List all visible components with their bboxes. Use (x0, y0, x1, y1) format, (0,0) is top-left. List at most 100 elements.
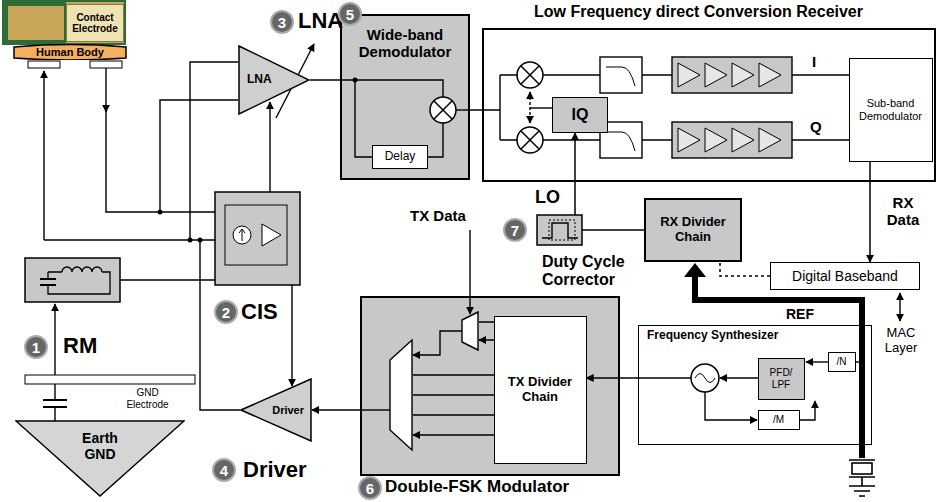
signal-name: LO (535, 187, 560, 208)
crystal-body (852, 463, 872, 474)
signal-name: Q (810, 118, 822, 135)
bias-arrow (291, 285, 292, 386)
corrector-node: Duty Cycle Corrector (537, 215, 582, 245)
synthesizer-block: Frequency SynthesizerPFD/ LPF/N/M (638, 325, 872, 445)
junction-dot (188, 238, 193, 243)
junction-dot (158, 210, 163, 215)
part-name: GND Electrode (120, 387, 175, 410)
rm-box (25, 258, 120, 302)
wire (54, 384, 55, 421)
connector (312, 409, 360, 411)
callout-number: 2 (214, 300, 238, 324)
block-fill (360, 296, 620, 476)
wire (160, 100, 238, 212)
signal-name: I (812, 53, 816, 70)
body-band: Human Body (12, 44, 128, 60)
callout-number: 6 (358, 476, 382, 500)
sine-symbol (695, 374, 715, 383)
connector (869, 162, 871, 262)
mac-arrow (899, 293, 900, 321)
driver-triangle: Driver (240, 378, 312, 442)
mixer-symbol (430, 97, 456, 123)
block-name: RM (63, 333, 97, 358)
oscillator-symbol (691, 364, 719, 392)
receiver-block: Low Frequency direct Conversion Receiver… (482, 28, 936, 182)
junction-dot (353, 78, 358, 83)
node-text: Frequency Synthesizer (647, 329, 778, 343)
wire (54, 304, 55, 375)
node-text: Contact Electrode (67, 12, 123, 35)
wire (413, 375, 498, 435)
block-name: Driver (243, 457, 307, 482)
node-text: PFD/ LPF (767, 367, 795, 390)
modulator-wiring (360, 230, 498, 435)
connector (582, 229, 644, 231)
bias-arrow (269, 102, 270, 192)
node-text: /M (773, 414, 784, 426)
node-text: Sub-band Demodulator (850, 97, 932, 122)
wire (190, 62, 238, 240)
demodulator-box: Sub-band Demodulator (849, 58, 933, 162)
wire (638, 377, 691, 378)
block-name: LNA (298, 8, 343, 33)
wire (705, 392, 757, 420)
amplifier-stages (678, 63, 781, 152)
wire (806, 361, 828, 362)
wire (428, 123, 443, 157)
wire (413, 331, 462, 355)
wiring (43, 44, 314, 421)
wire (800, 401, 815, 420)
cis-box (215, 192, 300, 285)
layer-name: MAC Layer (878, 326, 924, 356)
node-text: Driver (272, 404, 304, 417)
node-text: TX Divider Chain (495, 375, 586, 405)
node-text: Double-FSK Modulator (385, 478, 569, 495)
node-text: Human Body (36, 46, 104, 59)
node-text: Delay (385, 150, 416, 164)
node-text: Low Frequency direct Conversion Receiver (534, 3, 863, 21)
node-text: /N (837, 356, 847, 368)
amplifier-chain (672, 122, 792, 158)
wire (48, 272, 110, 294)
electrode-plate (28, 61, 60, 68)
wire (482, 75, 517, 140)
node-text: Digital Baseband (792, 268, 898, 284)
shape-path (241, 379, 311, 441)
connector (574, 133, 576, 215)
multiplexer-symbol (462, 312, 478, 350)
amplifier-symbol (678, 63, 781, 87)
wire (530, 107, 552, 108)
shape-path (16, 421, 184, 496)
wire (456, 109, 470, 110)
junction-dot (198, 238, 203, 243)
amplifier-chain (672, 57, 792, 93)
demodulator-block: Wide-band DemodulatorDelay (340, 14, 470, 180)
callout-number: 5 (338, 2, 362, 26)
node-text: Duty Cycle Corrector (542, 253, 654, 290)
electrode-pad (66, 2, 124, 43)
crystal-lines (849, 460, 875, 496)
amplifier-triangle: LNA (238, 45, 310, 115)
connector (310, 79, 340, 81)
amplifier-symbol (678, 128, 781, 152)
signal-name: TX Data (410, 207, 466, 224)
shape-path (14, 45, 126, 61)
mixer-symbol (517, 62, 543, 88)
block-fill (340, 14, 470, 180)
pfd-box: PFD/ LPF (758, 358, 805, 400)
callout-number: 7 (503, 218, 527, 242)
cis-inner (225, 205, 287, 265)
mixer-symbol (517, 127, 543, 153)
gnd-electrode (25, 375, 195, 384)
connector (587, 377, 639, 379)
modulator-block: Double-FSK ModulatorTX Divider Chain (360, 296, 620, 476)
connector (720, 262, 770, 276)
lpf-box (600, 57, 642, 93)
wire (360, 409, 390, 410)
node-text: IQ (572, 106, 589, 124)
current-source-symbol (233, 226, 251, 244)
callout-number: 4 (212, 458, 236, 482)
buffer-symbol (262, 224, 281, 246)
shape-path (239, 46, 309, 114)
